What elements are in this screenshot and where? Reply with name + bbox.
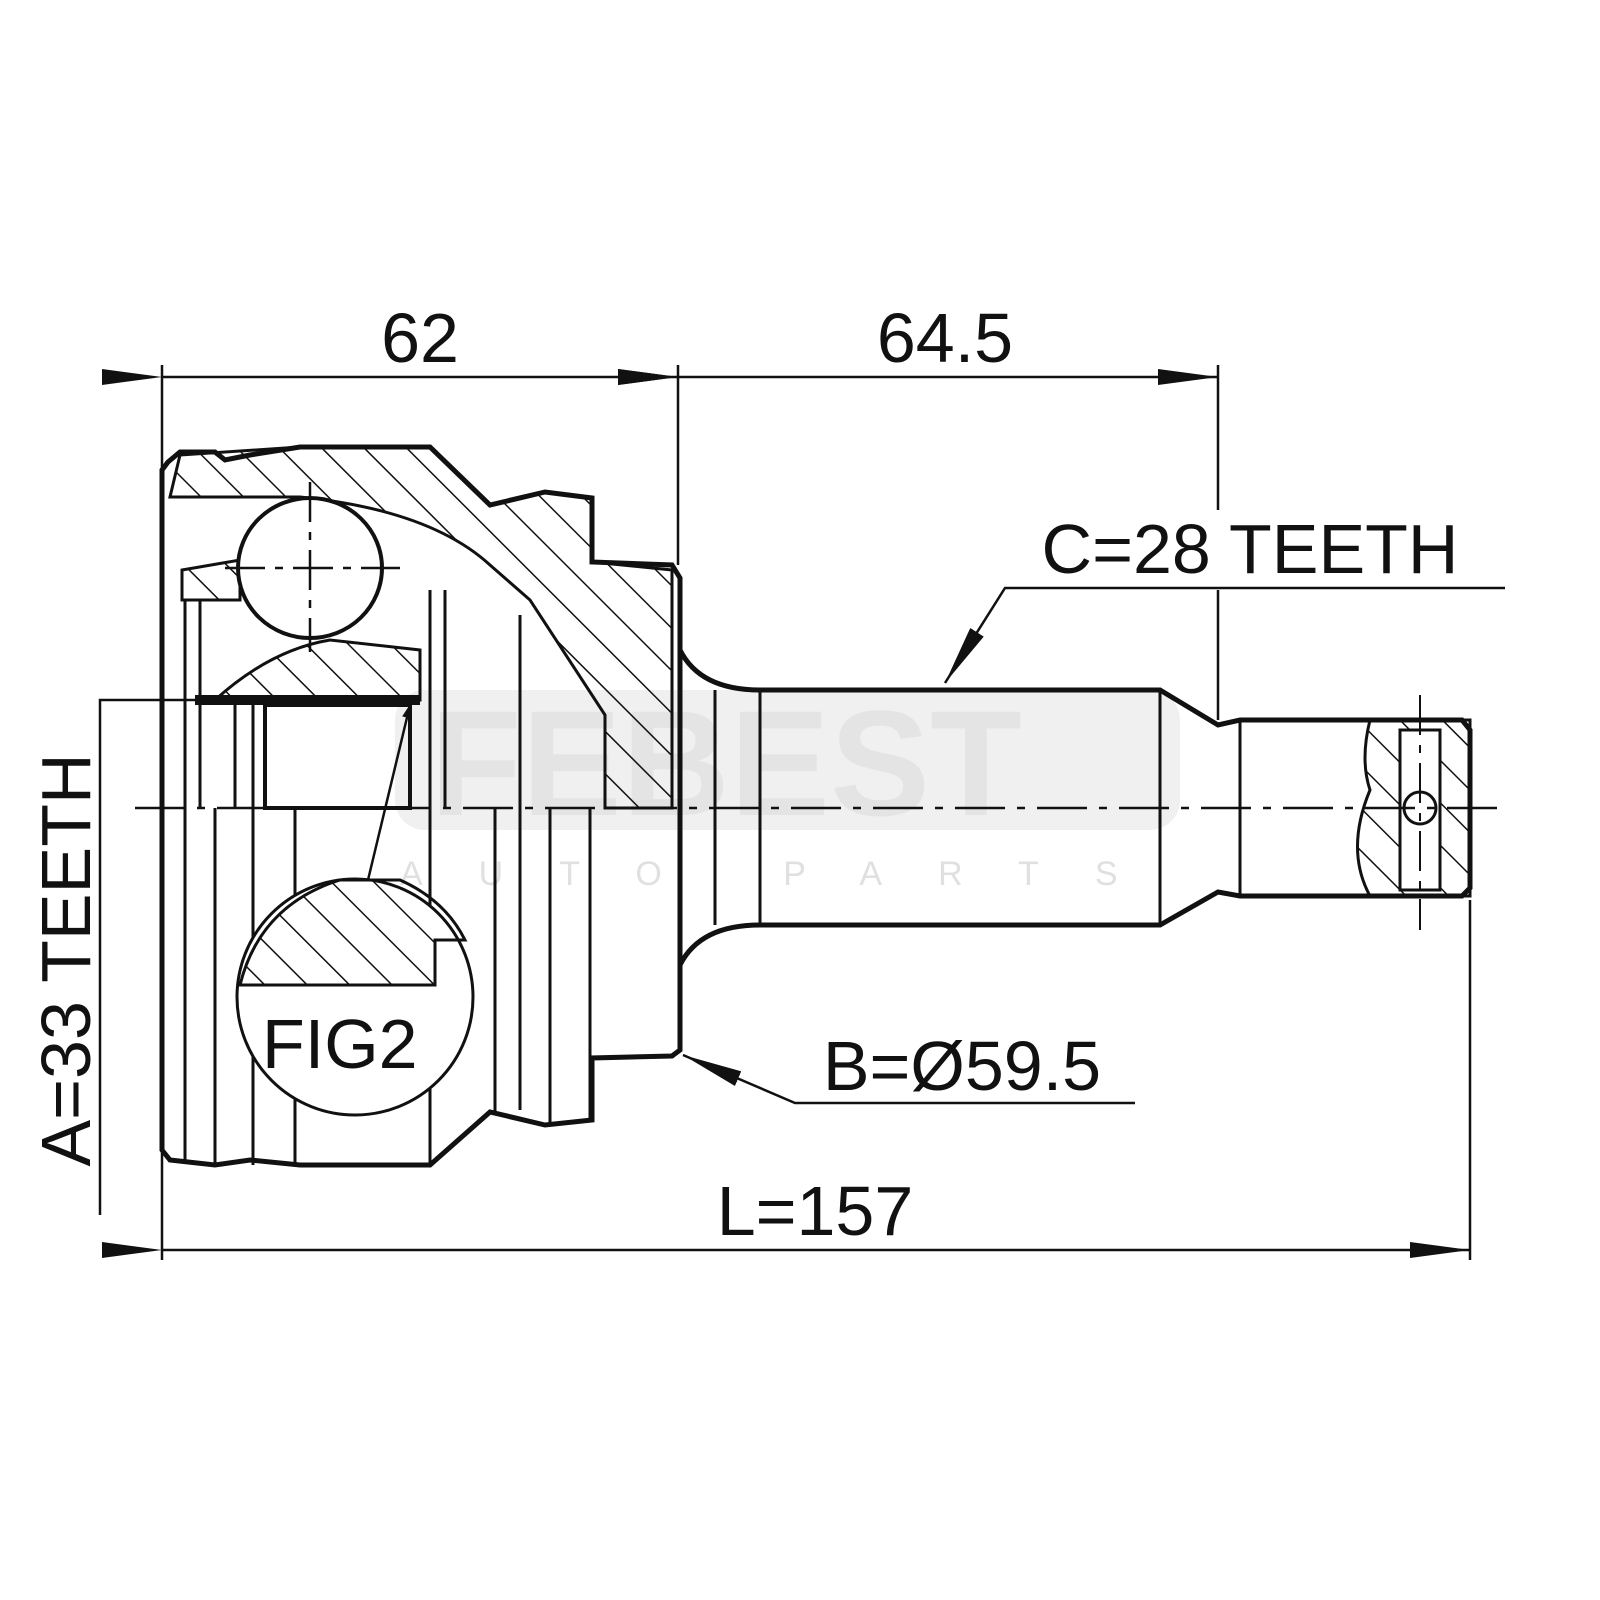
dim-64-5: 64.5 [877, 299, 1013, 377]
fig2-label: FIG2 [262, 1005, 418, 1083]
dim-overall-length: L=157 [717, 1172, 914, 1250]
watermark: FEBEST AUTO PARTS [395, 679, 1180, 893]
dim-62: 62 [381, 299, 459, 377]
label-c-teeth: C=28 TEETH [1042, 510, 1459, 588]
watermark-tagline: AUTO PARTS [400, 855, 1174, 893]
watermark-brand: FEBEST [430, 679, 1022, 847]
label-b-diameter: B=Ø59.5 [823, 1027, 1101, 1105]
dimensions [98, 365, 1505, 1260]
fig2-detail: FIG2 [235, 704, 475, 1117]
outer-housing [159, 444, 683, 1168]
label-a-teeth: A=33 TEETH [27, 753, 105, 1166]
